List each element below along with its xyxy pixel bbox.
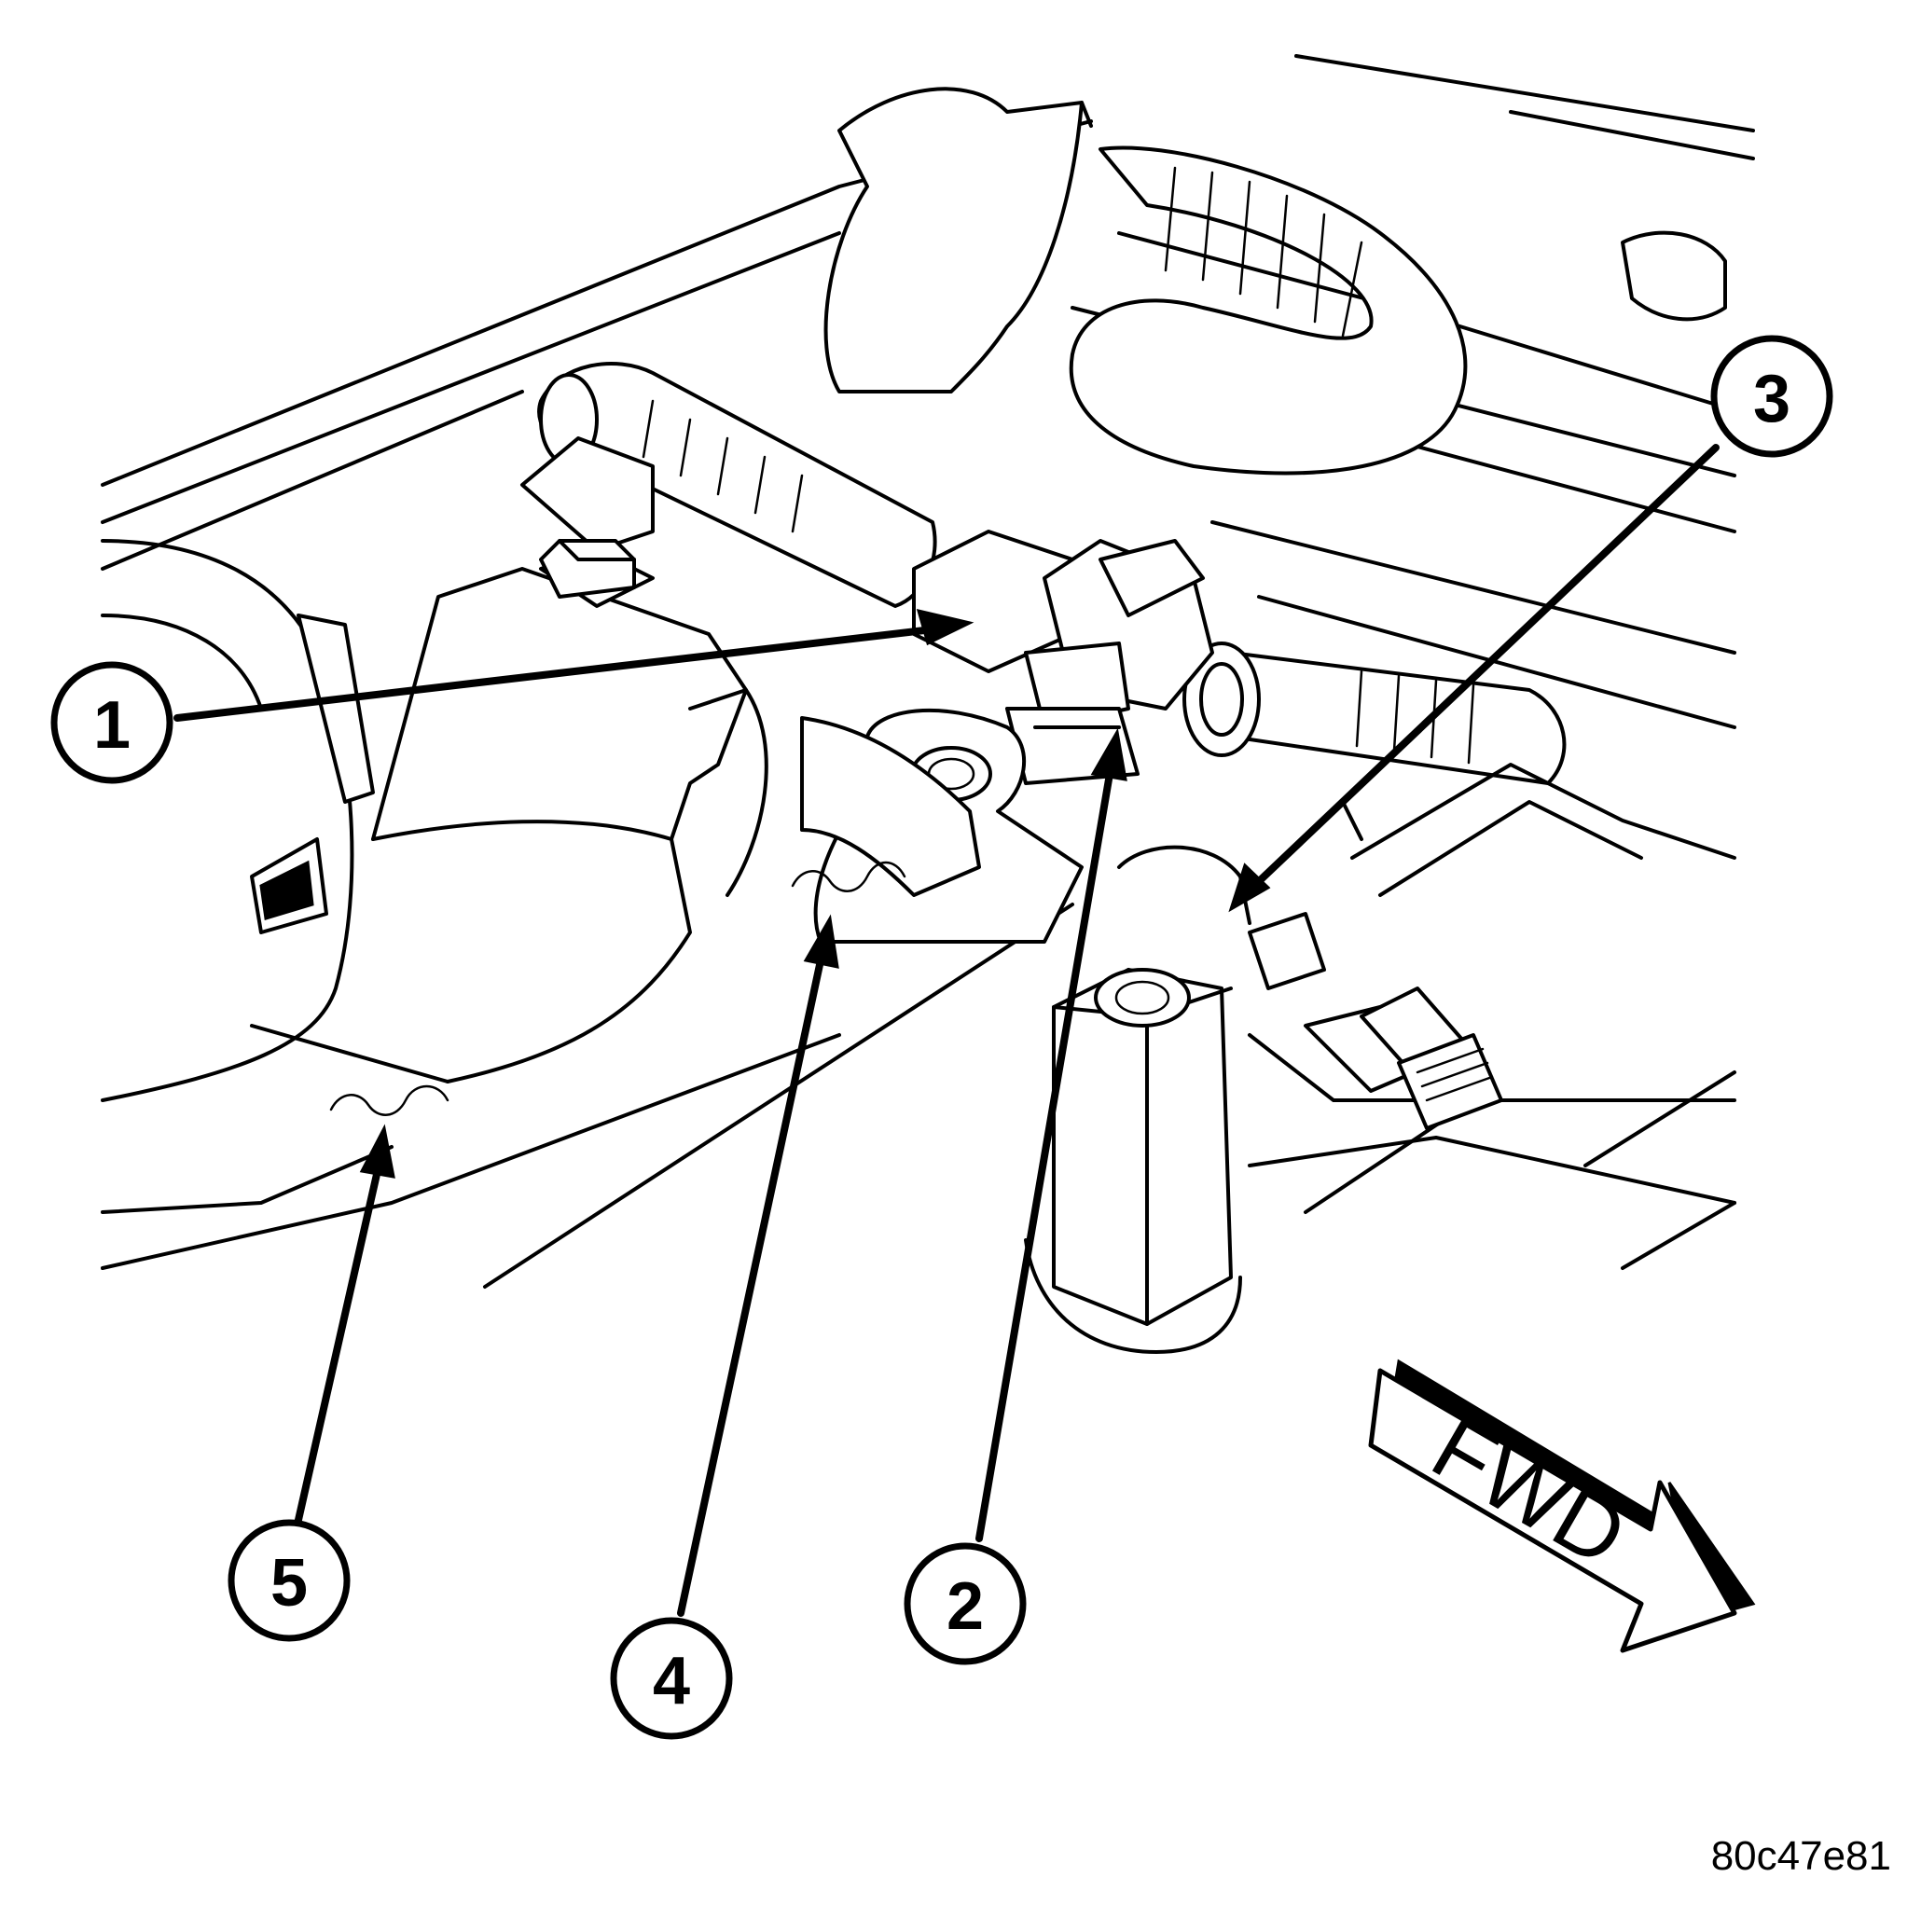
callout-3: 3 bbox=[1710, 335, 1833, 458]
leader-lines bbox=[173, 444, 1720, 1617]
forward-direction-arrow: FWD bbox=[1368, 1359, 1756, 1653]
top-bolt bbox=[539, 539, 636, 599]
callout-1: 1 bbox=[50, 661, 173, 784]
upper-coolant-hose bbox=[823, 87, 1727, 476]
callout-5-label: 5 bbox=[270, 1546, 308, 1621]
sensor-connector bbox=[912, 530, 1214, 785]
callout-4: 4 bbox=[610, 1617, 733, 1740]
callout-5: 5 bbox=[228, 1519, 351, 1642]
hex-standoff bbox=[1024, 968, 1242, 1354]
callout-3-label: 3 bbox=[1753, 362, 1790, 436]
callout-4-label: 4 bbox=[653, 1644, 690, 1718]
callout-1-label: 1 bbox=[93, 688, 131, 763]
fwd-label: FWD bbox=[1417, 1398, 1643, 1586]
figure-id: 80c47e81 bbox=[1710, 1833, 1891, 1879]
central-housing bbox=[250, 436, 981, 1116]
callout-2: 2 bbox=[904, 1542, 1027, 1665]
left-housing bbox=[101, 539, 375, 1102]
callout-2-label: 2 bbox=[947, 1569, 984, 1644]
right-tube bbox=[1182, 642, 1567, 785]
right-side-components bbox=[1117, 763, 1736, 1205]
